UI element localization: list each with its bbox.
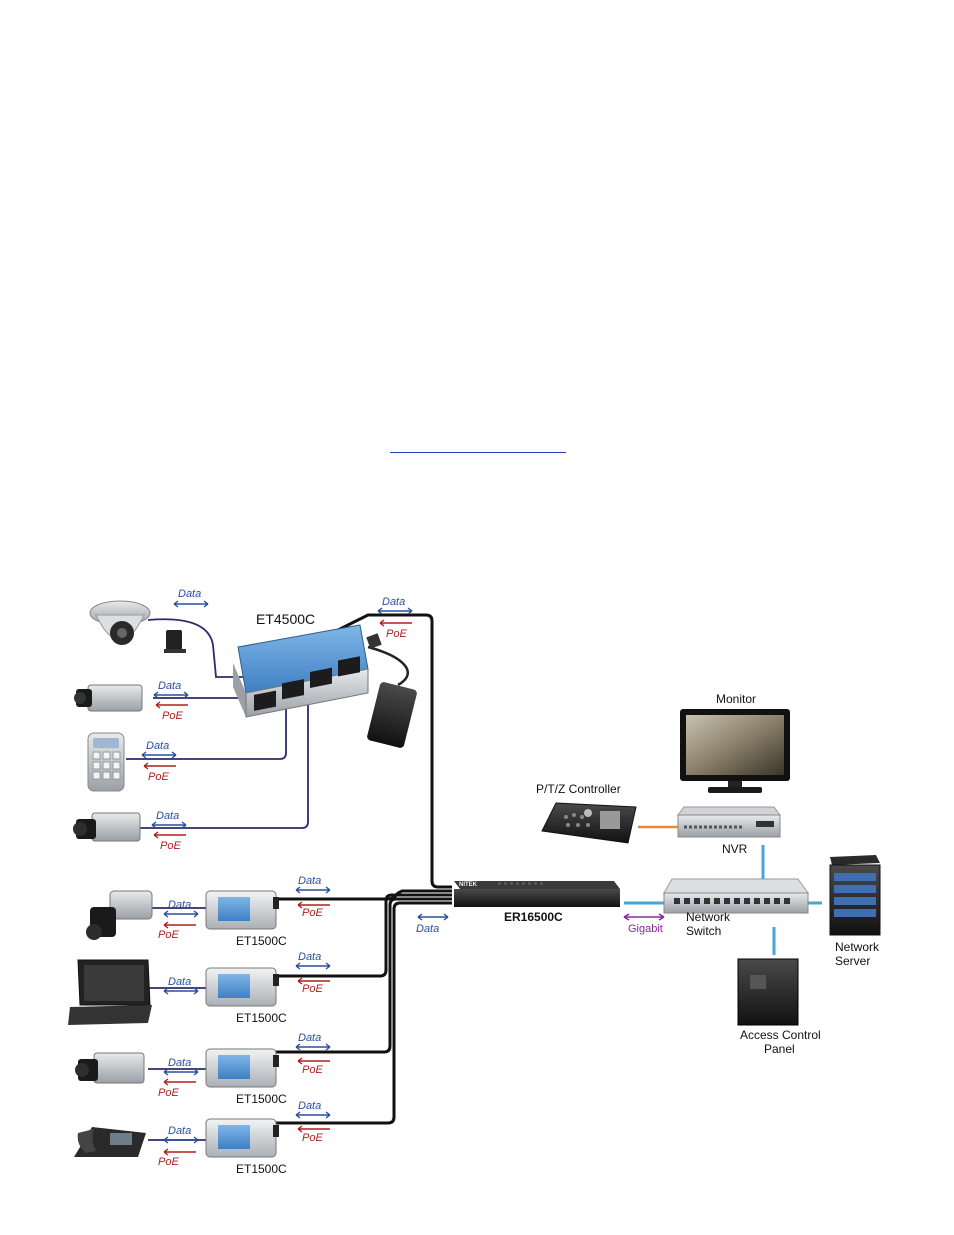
hyperlink-underline[interactable] (390, 452, 566, 453)
data-label: Data (168, 1125, 191, 1137)
er16500c-device: NITEK ER16500C (454, 881, 620, 924)
box-camera-icon (74, 685, 142, 711)
power-adapter-icon (366, 633, 417, 748)
network-server-label-2: Server (835, 954, 870, 968)
data-label: Data (298, 875, 321, 887)
data-label: Data (168, 976, 191, 988)
data-label: Data (382, 596, 405, 608)
box-camera-icon (73, 813, 140, 841)
data-label: Data (298, 1100, 321, 1112)
data-label: Data (146, 740, 169, 752)
poe-label: PoE (162, 710, 183, 722)
network-switch-device: Network Switch (664, 879, 808, 938)
poe-label: PoE (302, 983, 323, 995)
nitek-logo: NITEK (459, 882, 478, 888)
et1500c-label: ET1500C (236, 1162, 287, 1176)
data-label: Data (158, 680, 181, 692)
laptop-icon (68, 960, 152, 1025)
cable-et1500c-4 (276, 903, 452, 1123)
poe-label: PoE (160, 840, 181, 852)
data-label: Data (178, 588, 201, 600)
box-camera-icon (75, 1053, 144, 1083)
access-control-label-2: Panel (764, 1042, 795, 1056)
ip-phone-icon (74, 1127, 146, 1157)
poe-label: PoE (302, 907, 323, 919)
et4500c-label: ET4500C (256, 611, 315, 627)
nvr-device: NVR (678, 807, 780, 856)
monitor-device: Monitor (680, 692, 790, 793)
poe-label: PoE (158, 1087, 179, 1099)
poe-label: PoE (386, 628, 407, 640)
data-label: Data (168, 1057, 191, 1069)
cable-power (368, 647, 408, 685)
poe-label: PoE (158, 1156, 179, 1168)
data-label: Data (156, 810, 179, 822)
poe-label: PoE (302, 1132, 323, 1144)
er16500c-label: ER16500C (504, 910, 563, 924)
et4500c-device: ET4500C (233, 611, 368, 717)
network-switch-label-1: Network (686, 910, 731, 924)
et1500c-label: ET1500C (236, 1092, 287, 1106)
et1500c-unit-4: ET1500C (206, 1119, 287, 1176)
access-control-label-1: Access Control (740, 1028, 821, 1042)
network-diagram: Data Data PoE Data PoE Data PoE Data PoE… (68, 585, 910, 1177)
network-switch-label-2: Switch (686, 924, 721, 938)
poe-label: PoE (302, 1064, 323, 1076)
poe-label: PoE (158, 929, 179, 941)
data-label: Data (416, 923, 439, 935)
gigabit-label: Gigabit (628, 923, 663, 935)
poe-label: PoE (148, 771, 169, 783)
ptz-controller-label: P/T/Z Controller (536, 782, 621, 796)
network-server-label-1: Network (835, 940, 880, 954)
data-label: Data (168, 899, 191, 911)
data-label: Data (298, 951, 321, 963)
et1500c-label: ET1500C (236, 934, 287, 948)
keypad-icon (88, 733, 124, 791)
access-control-panel-device: Access Control Panel (738, 959, 821, 1056)
network-server-device: Network Server (830, 855, 880, 968)
ptz-controller-device: P/T/Z Controller (536, 782, 636, 843)
et1500c-label: ET1500C (236, 1011, 287, 1025)
data-label: Data (298, 1032, 321, 1044)
et1500c-unit-2: ET1500C (206, 968, 287, 1025)
monitor-label: Monitor (716, 692, 756, 706)
et1500c-unit-1: ET1500C (206, 891, 287, 948)
cable-dome-camera (148, 619, 246, 677)
dome-camera-icon (90, 601, 186, 653)
nvr-label: NVR (722, 842, 748, 856)
et1500c-unit-3: ET1500C (206, 1049, 287, 1106)
bullet-camera-icon (86, 891, 152, 940)
